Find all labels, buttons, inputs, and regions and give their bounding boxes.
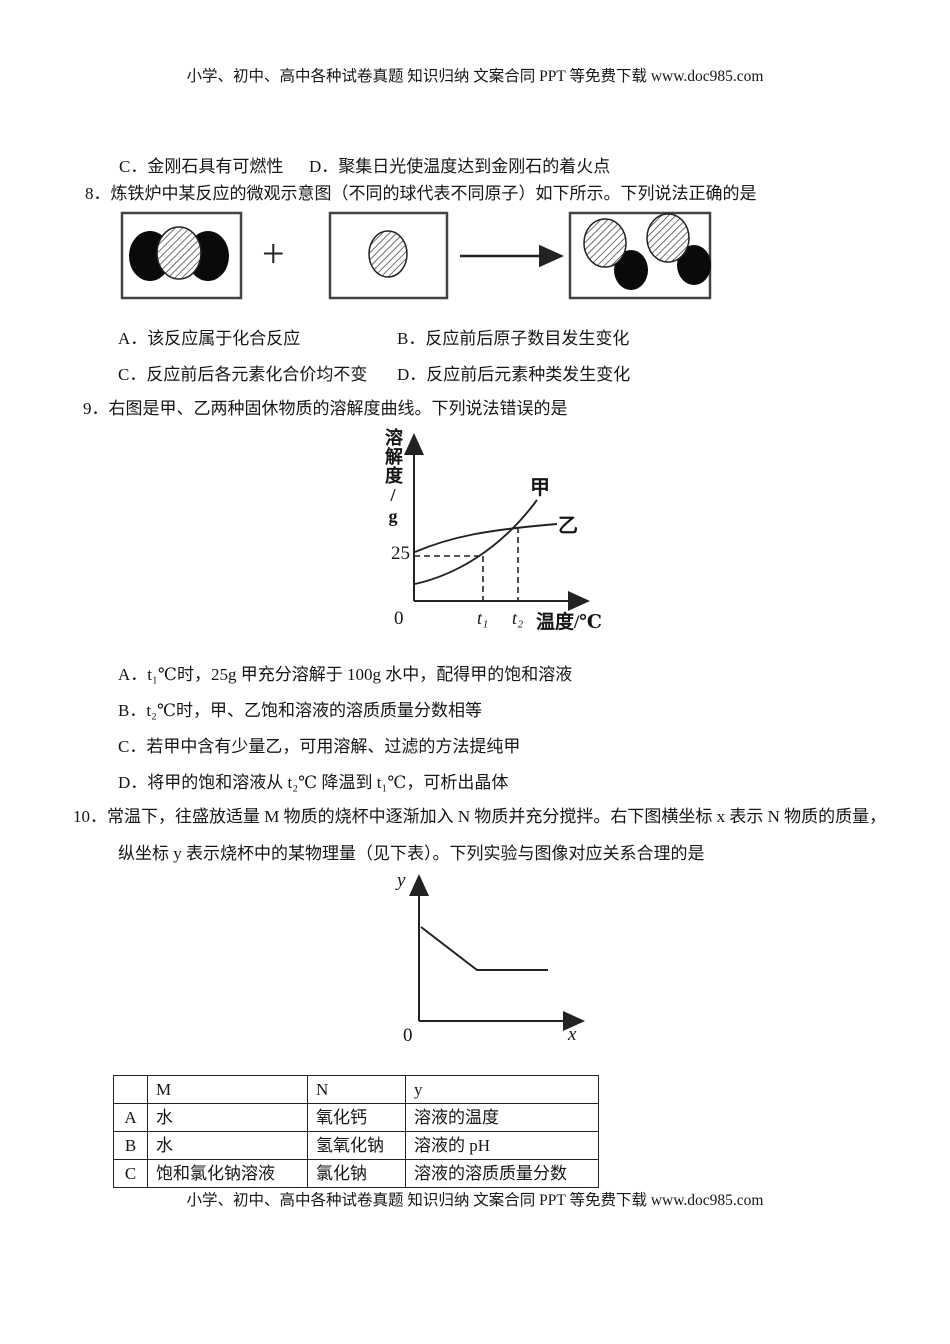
q9-label-jia: 甲 (530, 477, 550, 499)
table-header-y: y (405, 1075, 599, 1104)
table-cell: B (113, 1131, 148, 1160)
atom-hatched-2 (368, 230, 408, 278)
q9-option-d: D．将甲的饱和溶液从 t₂℃ 降温到 t₁℃，可析出晶体 (118, 773, 509, 792)
q10-number: 10． (73, 807, 107, 826)
q10-graph: y 0 x (395, 870, 595, 1048)
q8-option-c: C．反应前后各元素化合价均不变 (118, 365, 368, 384)
product-atom-hatched-1 (583, 218, 627, 268)
q9-xtick-t2: t₂ (512, 608, 524, 628)
table-header-blank (113, 1075, 148, 1104)
table-header-m: M (147, 1075, 308, 1104)
table-row: A 水 氧化钙 溶液的温度 (113, 1103, 599, 1132)
table-row: C 饱和氯化钠溶液 氯化钠 溶液的溶质质量分数 (113, 1159, 599, 1188)
q9-option-c: C．若甲中含有少量乙，可用溶解、过滤的方法提纯甲 (118, 737, 521, 756)
q9-option-a: A．t₁℃时，25g 甲充分溶解于 100g 水中，配得甲的饱和溶液 (118, 665, 573, 684)
table-cell: 氯化钠 (307, 1159, 406, 1188)
q8-option-a: A．该反应属于化合反应 (118, 329, 301, 348)
table-cell: A (113, 1103, 148, 1132)
q9-solubility-graph: 溶解度/g 25 0 t₁ t₂ 温度/℃ 甲 乙 (380, 425, 620, 640)
plus-sign: + (262, 231, 285, 276)
q10-xlabel: x (568, 1024, 577, 1045)
q9-stem: 右图是甲、乙两种固休物质的溶解度曲线。下列说法错误的是 (108, 399, 568, 418)
table-cell: 氢氧化钠 (307, 1131, 406, 1160)
table-cell: 水 (147, 1131, 308, 1160)
q7-option-c: C．金刚石具有可燃性 (119, 157, 284, 176)
q10-origin-label: 0 (403, 1025, 413, 1046)
q10-stem-line2: 纵坐标 y 表示烧杯中的某物理量（见下表）。下列实验与图像对应关系合理的是 (118, 844, 705, 863)
table-cell: 水 (147, 1103, 308, 1132)
q9-origin-label: 0 (394, 608, 404, 629)
q10-ylabel: y (397, 870, 406, 891)
table-cell: 溶液的温度 (405, 1103, 599, 1132)
q9-label-yi: 乙 (558, 515, 578, 537)
q10-data-line (420, 926, 548, 971)
table-cell: C (113, 1159, 148, 1188)
q9-stem-line: 9．右图是甲、乙两种固休物质的溶解度曲线。下列说法错误的是 (83, 399, 568, 419)
q9-ylabel: 溶解度/g (383, 428, 403, 527)
table-row: B 水 氢氧化钠 溶液的 pH (113, 1131, 599, 1160)
q7-option-d: D．聚集日光使温度达到金刚石的着火点 (309, 157, 611, 176)
q8-stem: 炼铁炉中某反应的微观示意图（不同的球代表不同原子）如下所示。下列说法正确的是 (110, 184, 757, 203)
q10-graph-canvas (409, 874, 585, 1031)
q9-curve-jia (414, 499, 538, 585)
q8-number: 8． (85, 184, 111, 203)
page-header-text: 小学、初中、高中各种试卷真题 知识归纳 文案合同 PPT 等免费下载 www.d… (186, 68, 764, 85)
q9-ytick-25: 25 (391, 543, 410, 564)
q10-stem-part1: 常温下，往盛放适量 M 物质的烧杯中逐渐加入 N 物质并充分搅拌。右下图横坐标 … (107, 807, 887, 826)
product-atom-black-1 (614, 250, 648, 290)
product-atom-black-2 (677, 245, 711, 285)
q9-xtick-t1: t₁ (477, 608, 489, 628)
q9-graph-canvas (404, 433, 590, 611)
q8-option-d: D．反应前后元素种类发生变化 (397, 365, 631, 384)
table-header-n: N (307, 1075, 406, 1104)
q9-number: 9． (83, 399, 109, 418)
q10-stem-line1: 10．常温下，往盛放适量 M 物质的烧杯中逐渐加入 N 物质并充分搅拌。右下图横… (73, 807, 886, 827)
q10-table: M N y A 水 氧化钙 溶液的温度 B 水 氢氧化钠 溶液的 pH C 饱和… (113, 1075, 599, 1188)
table-cell: 饱和氯化钠溶液 (147, 1159, 308, 1188)
table-header-row: M N y (113, 1075, 599, 1104)
product-atom-hatched-2 (646, 213, 690, 263)
q9-xlabel: 温度/℃ (536, 612, 603, 633)
table-cell: 溶液的溶质质量分数 (405, 1159, 599, 1188)
atom-hatched-1 (156, 226, 202, 280)
q8-stem-line: 8．炼铁炉中某反应的微观示意图（不同的球代表不同原子）如下所示。下列说法正确的是 (85, 184, 757, 204)
q8-reaction-diagram (120, 211, 712, 300)
table-cell: 氧化钙 (307, 1103, 406, 1132)
q9-option-b: B．t₂℃时，甲、乙饱和溶液的溶质质量分数相等 (118, 701, 483, 720)
q9-curve-yi (414, 523, 558, 553)
table-cell: 溶液的 pH (405, 1131, 599, 1160)
page-footer-text: 小学、初中、高中各种试卷真题 知识归纳 文案合同 PPT 等免费下载 www.d… (186, 1192, 764, 1209)
q8-option-b: B．反应前后原子数目发生变化 (397, 329, 630, 348)
